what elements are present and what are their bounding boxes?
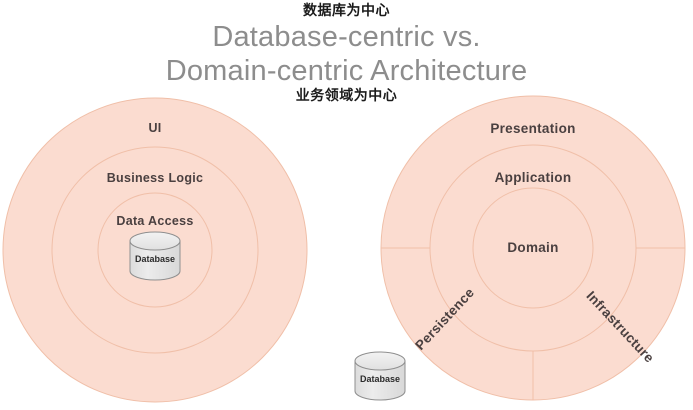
ring-label-domain: Domain	[507, 240, 558, 255]
annotation-domain-centric: 业务领域为中心	[295, 87, 398, 103]
ring-label-business-logic: Business Logic	[107, 171, 204, 185]
ring-domain[interactable]	[472, 187, 594, 309]
annotation-database-centric: 数据库为中心	[303, 2, 390, 18]
page-title: Database-centric vs. Domain-centric Arch…	[165, 21, 528, 87]
ring-label-data-access: Data Access	[116, 214, 193, 228]
database-cylinder-bottom[interactable]: Database	[354, 351, 406, 401]
database-cylinder-left[interactable]: Database	[129, 231, 181, 281]
cylinder-top	[129, 231, 181, 251]
cylinder-body	[129, 240, 181, 281]
ring-label-application: Application	[495, 170, 572, 185]
cylinder-top	[354, 351, 406, 371]
cylinder-label: Database	[360, 374, 400, 384]
diagram-database-centric: UI Business Logic Data Access Database	[2, 97, 308, 403]
cylinder-body	[354, 360, 406, 401]
diagram-domain-centric: Presentation Application Domain Persiste…	[354, 95, 686, 401]
ring-label-ui: UI	[148, 121, 161, 135]
cylinder-label: Database	[135, 254, 175, 264]
ring-label-presentation: Presentation	[490, 121, 575, 136]
